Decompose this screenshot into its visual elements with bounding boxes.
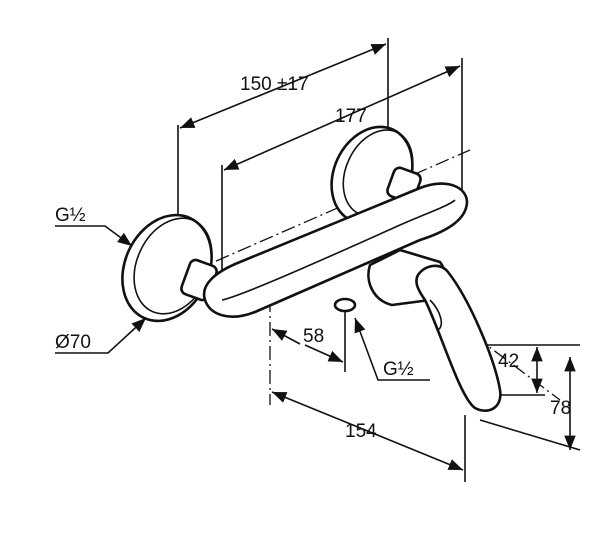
dim-rosette-diameter: Ø70 [55,332,91,353]
dim-inlet-thread: G½ [55,205,86,226]
extension-lines [177,38,581,482]
dim-outlet-offset: 58 [303,326,324,347]
dim-outlet-height: 42 [498,351,519,372]
dim-overall-width: 177 [335,106,367,127]
dim-center-distance: 150 ±17 [240,74,309,95]
dimension-lines [55,43,576,471]
dim-total-height: 78 [550,398,571,419]
dim-outlet-thread: G½ [383,359,414,380]
lever-handle [415,264,502,412]
dim-projection: 154 [345,421,377,442]
left-rosette [121,213,218,323]
